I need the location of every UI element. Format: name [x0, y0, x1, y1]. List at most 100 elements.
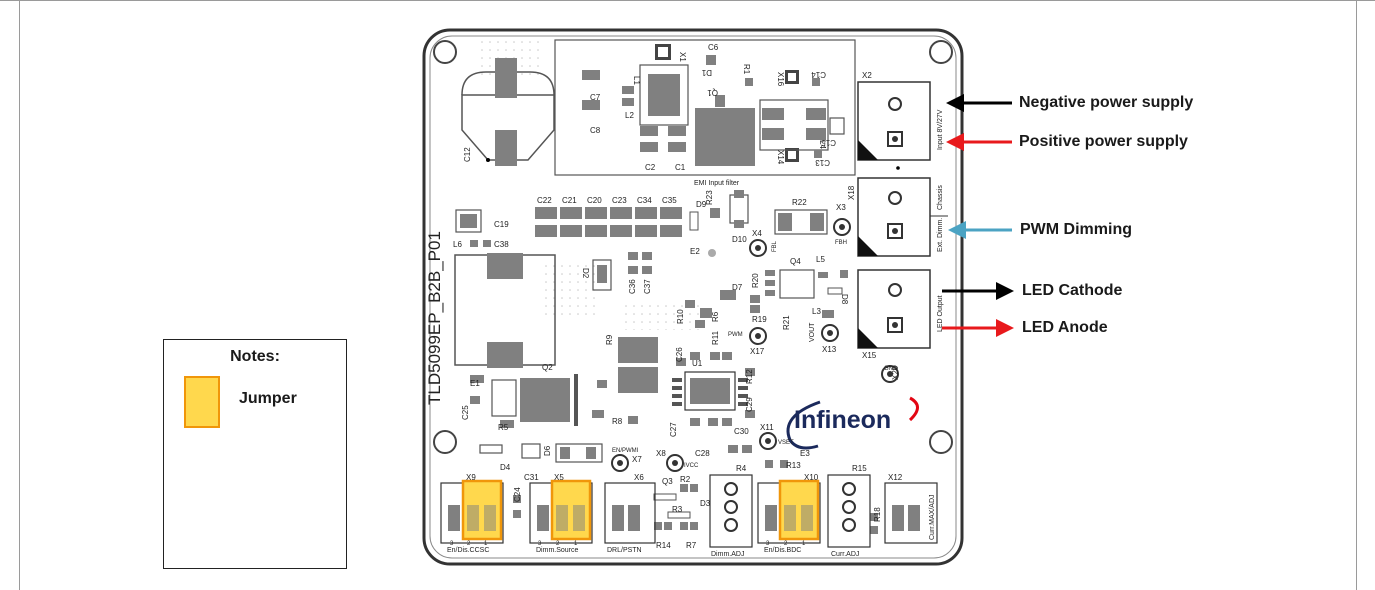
label-c1: C1 — [675, 163, 686, 172]
terminal-block-x18 — [857, 177, 948, 257]
label-r15: R15 — [852, 464, 867, 473]
label-chassis: Chassis — [937, 185, 944, 210]
label-l4: L4 — [818, 140, 827, 149]
pin-3-x9: 3 — [450, 541, 454, 547]
label-x4: X4 — [752, 229, 762, 238]
label-c26: C26 — [675, 347, 684, 362]
label-cap-2: C20 — [587, 196, 602, 205]
label-ext-dimm: Ext. Dimm. — [937, 218, 944, 252]
label-c7: C7 — [590, 93, 601, 102]
label-l3: L3 — [812, 307, 821, 316]
label-en-pwmi: EN/PWMI — [612, 448, 639, 454]
label-c38: C38 — [494, 240, 509, 249]
label-q2: Q2 — [542, 363, 553, 372]
label-x15: X15 — [862, 351, 877, 360]
label-r9: R9 — [605, 334, 614, 345]
label-c27: C27 — [669, 422, 678, 437]
label-x9: X9 — [466, 473, 476, 482]
header-label-r15: Curr.ADJ — [831, 551, 859, 558]
label-x12: X12 — [888, 473, 903, 482]
label-c29: C29 — [745, 397, 754, 412]
label-vset: VSET — [778, 440, 794, 446]
label-u1: U1 — [692, 359, 703, 368]
board-name: TLD5099EP_B2B_P01 — [425, 231, 444, 405]
label-c24: C24 — [513, 487, 522, 502]
label-r8: R8 — [612, 417, 623, 426]
label-x8: X8 — [656, 449, 666, 458]
label-r3: R3 — [672, 505, 683, 514]
label-pwm: PWM — [728, 332, 743, 338]
mounting-hole-top-left — [433, 40, 457, 64]
label-r11: R11 — [711, 330, 720, 345]
label-r21: R21 — [782, 315, 791, 330]
label-c8: C8 — [590, 126, 601, 135]
label-c36: C36 — [628, 279, 637, 294]
jumper-swatch — [184, 376, 220, 428]
label-c15: C15 — [821, 138, 836, 147]
label-cap-4: C34 — [637, 196, 652, 205]
label-d3: D3 — [700, 499, 711, 508]
pin-3-x10: 3 — [766, 541, 770, 547]
label-c28: C28 — [695, 449, 710, 458]
header-label-x5: Dimm.Source — [536, 547, 579, 554]
label-r2: R2 — [680, 475, 691, 484]
label-d10: D10 — [732, 235, 747, 244]
label-ivcc: IVCC — [684, 463, 699, 469]
label-x14: X14 — [776, 150, 785, 165]
label-r4: R4 — [736, 464, 747, 473]
callout-anode: LED Anode — [1022, 319, 1108, 336]
pin-3-x5: 3 — [538, 541, 542, 547]
label-q1: Q1 — [707, 88, 718, 97]
header-blocks — [440, 474, 938, 548]
notes-legend: Notes: Jumper — [163, 339, 347, 569]
label-r13: R13 — [786, 461, 801, 470]
label-d7: D7 — [732, 283, 743, 292]
capacitor-row — [535, 207, 682, 237]
label-gnd: GND — [884, 366, 898, 372]
pin-2-x9: 2 — [467, 541, 471, 547]
label-r22: R22 — [792, 198, 807, 207]
label-r7: R7 — [686, 541, 697, 550]
ic-u1-area — [672, 352, 777, 453]
callout-cathode: LED Cathode — [1022, 282, 1123, 299]
callout-negative: Negative power supply — [1019, 94, 1194, 111]
label-c31: C31 — [524, 473, 539, 482]
arrow-negative — [946, 94, 1012, 112]
header-label-x6: DRL/PSTN — [607, 547, 642, 554]
label-r12: R12 — [745, 369, 754, 384]
notes-title: Notes: — [230, 348, 280, 365]
frame-top — [0, 0, 1375, 1]
label-e1: E1 — [470, 379, 480, 388]
label-fbl: FBL — [772, 240, 778, 252]
label-cap-0: C22 — [537, 196, 552, 205]
jumpers — [461, 479, 820, 541]
label-r14: R14 — [656, 541, 671, 550]
label-x18: X18 — [847, 185, 856, 200]
label-r20: R20 — [751, 273, 760, 288]
frame-right — [1356, 0, 1357, 590]
label-curr-max-adj: Curr.MAX/ADJ — [929, 494, 936, 540]
label-c12: C12 — [463, 147, 472, 162]
label-r18: R18 — [873, 507, 882, 522]
label-x1: X1 — [678, 52, 687, 62]
pin-2-x5: 2 — [556, 541, 560, 547]
label-cap-5: C35 — [662, 196, 677, 205]
label-cap-3: C23 — [612, 196, 627, 205]
label-x17: X17 — [750, 347, 765, 356]
terminal-block-x2 — [857, 81, 931, 170]
pin-2-x10: 2 — [784, 541, 788, 547]
emi-filter-label: EMI Input filter — [694, 180, 740, 187]
header-label-x10: En/Dis.BDC — [764, 547, 801, 554]
label-x11: X11 — [760, 423, 774, 432]
arrow-anode — [942, 319, 1014, 337]
label-d8: D8 — [840, 294, 849, 305]
label-e3: E3 — [800, 449, 810, 458]
terminal-block-x15 — [857, 269, 931, 349]
label-d6: D6 — [543, 445, 552, 456]
label-x3: X3 — [836, 203, 846, 212]
header-label-r4: Dimm.ADJ — [711, 551, 744, 558]
header-label-x9: En/Dis.CCSC — [447, 547, 489, 554]
label-c25: C25 — [461, 405, 470, 420]
label-led-output: LED Output — [937, 295, 944, 332]
frame-left — [19, 0, 20, 590]
